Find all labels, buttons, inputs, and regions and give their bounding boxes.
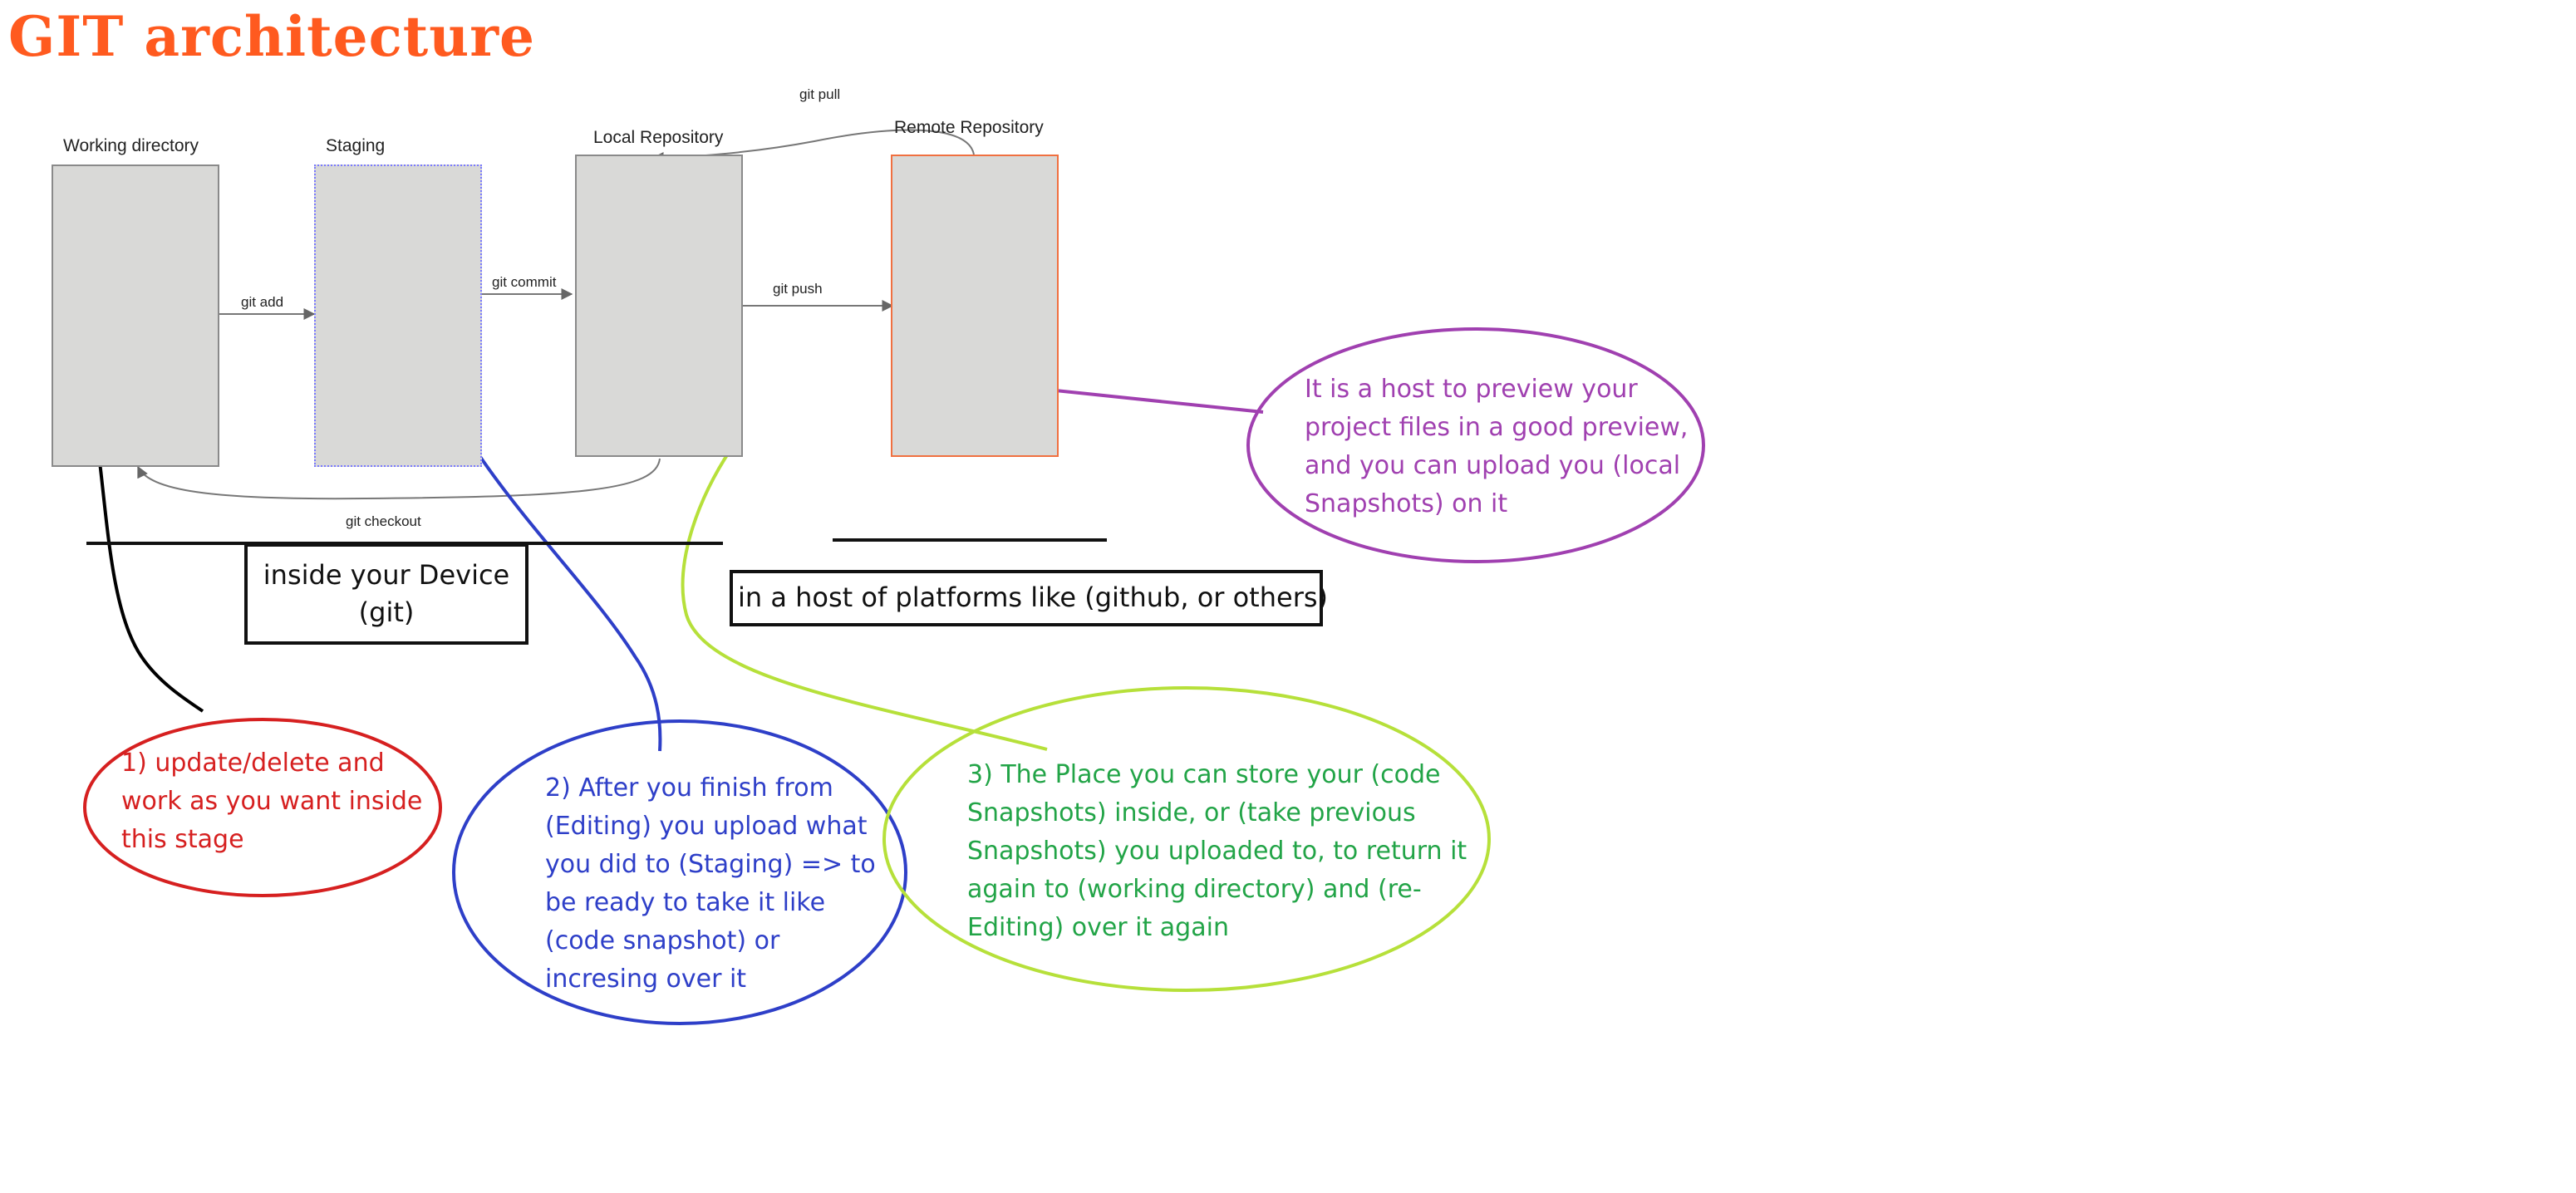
git-add-label: git add bbox=[241, 294, 284, 310]
remote-note-ellipse bbox=[1246, 327, 1705, 563]
host-zone-box: in a host of platforms like (github, or … bbox=[730, 570, 1328, 626]
git-push-label: git push bbox=[773, 281, 823, 297]
page-title: GIT architecture bbox=[8, 4, 536, 69]
device-zone-line2: (git) bbox=[358, 596, 415, 628]
remote-repository-label: Remote Repository bbox=[894, 118, 1044, 137]
git-commit-label: git commit bbox=[492, 274, 557, 290]
staging-box bbox=[314, 164, 482, 467]
staging-label: Staging bbox=[326, 136, 386, 155]
git-checkout-arrow bbox=[137, 458, 661, 500]
local-repository-label: Local Repository bbox=[593, 128, 724, 147]
local-note-ellipse bbox=[882, 686, 1491, 992]
staging-note-ellipse bbox=[452, 719, 907, 1025]
local-pointer bbox=[681, 447, 1048, 751]
working-note: 1) update/delete and work as you want in… bbox=[121, 749, 423, 854]
working-note-ellipse bbox=[83, 718, 442, 897]
remote-pointer bbox=[1054, 389, 1264, 414]
staging-note: 2) After you finish from (Editing) you u… bbox=[545, 773, 876, 994]
remote-note: It is a host to preview your project fil… bbox=[1305, 375, 1689, 518]
staging-pointer bbox=[479, 455, 662, 752]
working-directory-box bbox=[52, 164, 219, 467]
git-pull-label: git pull bbox=[799, 86, 841, 102]
working-pointer bbox=[98, 461, 204, 713]
remote-repository-box bbox=[891, 155, 1059, 457]
git-checkout-label: git checkout bbox=[346, 513, 421, 529]
local-repository-box bbox=[575, 155, 743, 457]
working-directory-label: Working directory bbox=[63, 136, 199, 155]
host-separator bbox=[833, 538, 1107, 542]
local-note: 3) The Place you can store your (code Sn… bbox=[967, 760, 1467, 942]
device-zone-line1: inside your Device bbox=[263, 559, 510, 591]
device-zone-box: inside your Device (git) bbox=[244, 543, 528, 645]
